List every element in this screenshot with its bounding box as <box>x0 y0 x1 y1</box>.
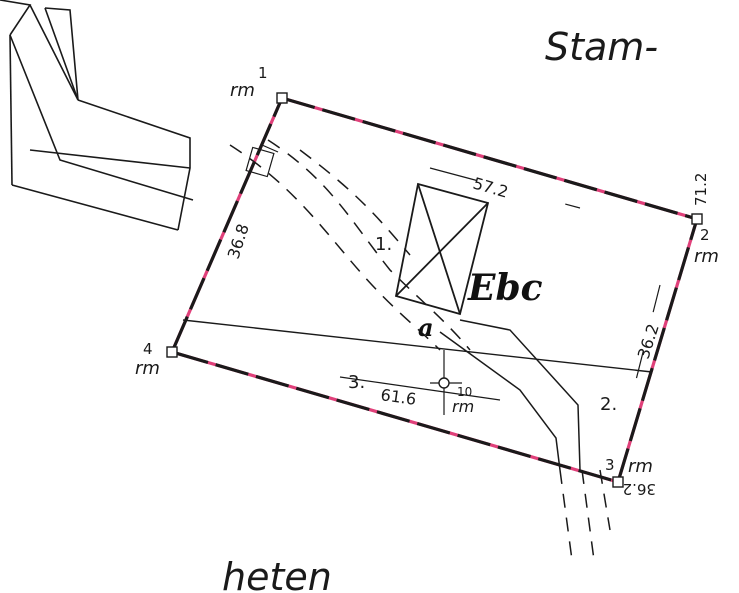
driveway-path <box>229 139 611 561</box>
street-name-top: Stam- <box>545 25 658 69</box>
boundary-point-1-label: 1 rm <box>230 64 268 101</box>
svg-text:1: 1 <box>258 64 268 82</box>
measurement-outside-top-right: 71.2 <box>692 173 710 206</box>
street-name-bottom: heten <box>222 555 332 593</box>
subparcel-division-line <box>182 319 653 373</box>
boundary-point-1-marker <box>276 92 288 104</box>
small-building <box>394 182 490 316</box>
svg-text:rm: rm <box>694 246 719 267</box>
boundary-point-4-marker <box>166 346 178 358</box>
measurement-guides <box>245 144 661 415</box>
sublot-label-1: 1. <box>375 234 392 255</box>
boundary-point-2-label: 2 rm <box>694 226 719 267</box>
svg-text:4: 4 <box>143 340 153 358</box>
sublot-label-2: 2. <box>600 394 617 415</box>
measurement-outside-bottom-right: 36.2 <box>623 480 656 498</box>
measurement-top-edge: 57.2 <box>471 174 510 202</box>
point-marker-a: a <box>418 313 434 342</box>
boundary-point-3-marker <box>612 476 624 488</box>
boundary-point-2-marker <box>691 213 703 225</box>
svg-text:rm: rm <box>135 358 160 379</box>
boundary-point-10-label: 10 rm <box>452 385 474 416</box>
measurement-left-edge: 36.8 <box>224 221 253 261</box>
svg-text:3: 3 <box>605 456 615 474</box>
svg-text:10: 10 <box>457 385 472 399</box>
measurement-inner-line: 61.6 <box>379 385 417 409</box>
neighbor-building-outline <box>0 0 194 231</box>
boundary-point-markers <box>166 92 703 488</box>
measurement-right-edge: 36.2 <box>634 321 663 361</box>
svg-text:rm: rm <box>230 80 255 101</box>
sublot-label-3: 3. <box>348 372 365 393</box>
parcel-designation: Ebc <box>467 267 543 309</box>
svg-text:rm: rm <box>628 456 653 477</box>
boundary-point-4-label: 4 rm <box>135 340 160 379</box>
svg-text:rm: rm <box>452 397 474 416</box>
svg-text:2: 2 <box>700 226 710 244</box>
boundary-point-10-marker <box>438 377 450 389</box>
boundary-point-3-label: 3 rm <box>605 456 653 477</box>
